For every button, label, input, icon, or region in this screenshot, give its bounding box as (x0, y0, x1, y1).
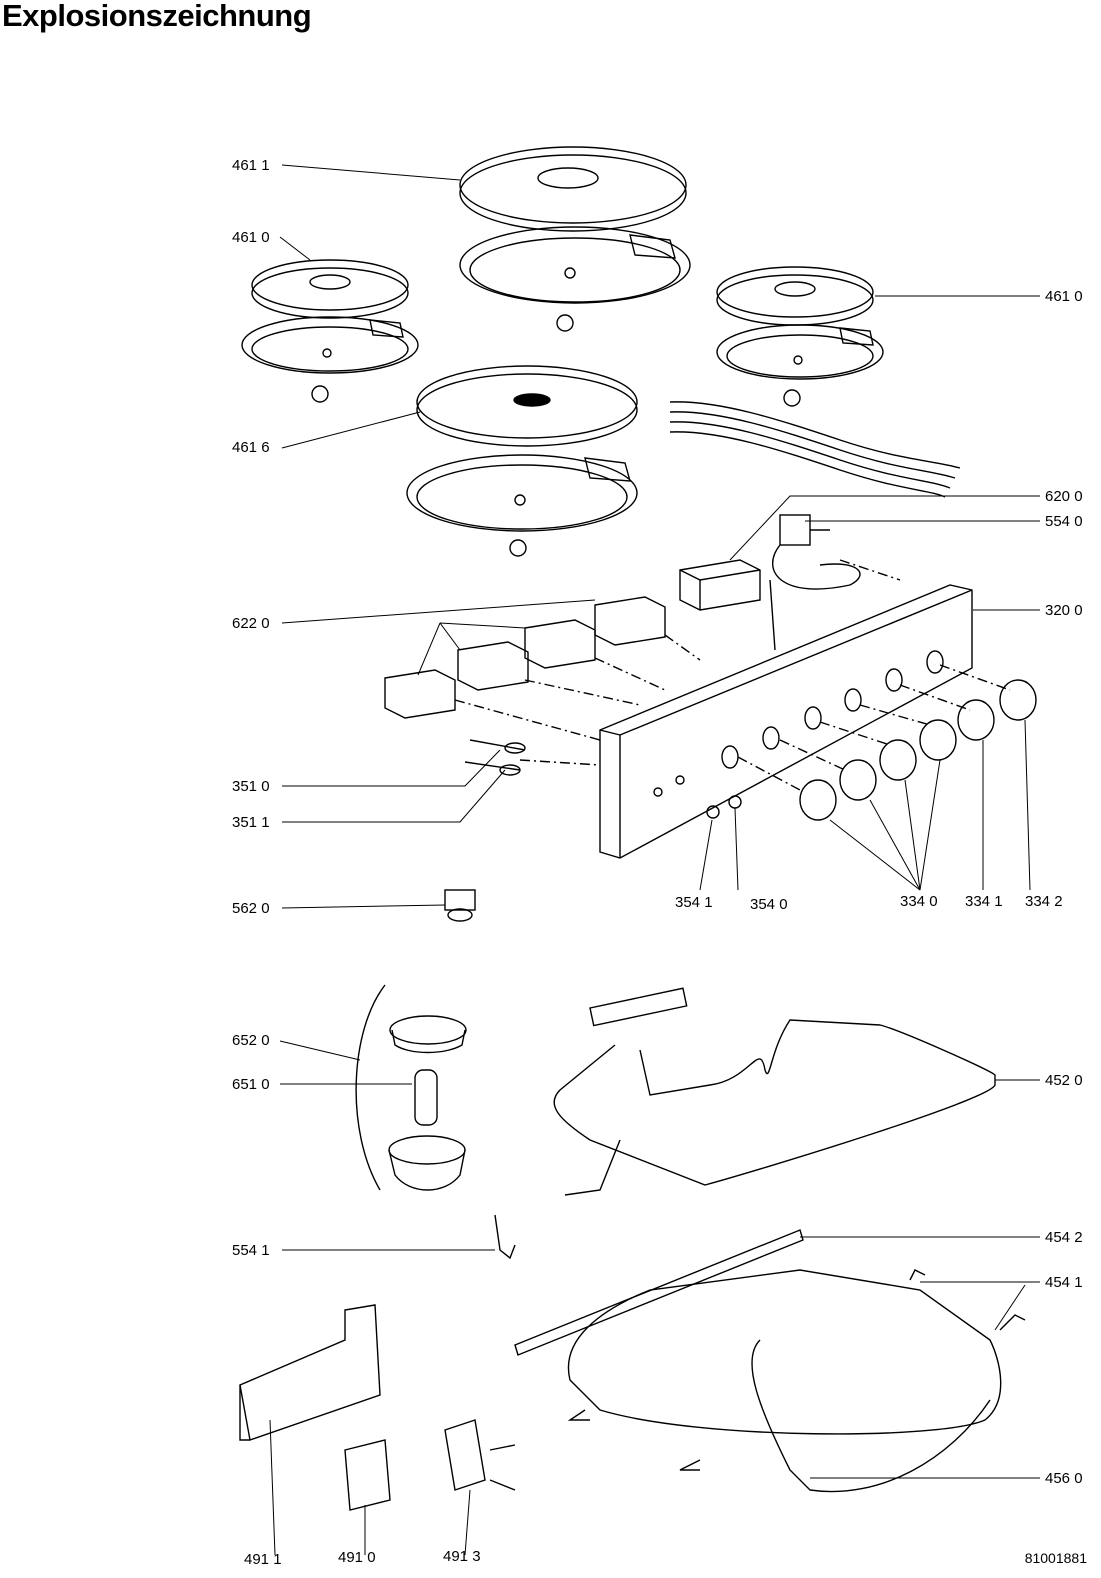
label-351-0: 351 0 (232, 778, 270, 795)
label-491-0: 491 0 (338, 1549, 376, 1566)
hotplate-461-6 (406, 365, 638, 557)
label-454-1: 454 1 (1045, 1274, 1083, 1291)
label-354-0: 354 0 (750, 896, 788, 913)
label-461-0-right: 461 0 (1045, 288, 1083, 305)
heater-452-0 (553, 987, 996, 1196)
wiring-harness (669, 401, 961, 498)
oven-lamp-assembly (355, 984, 467, 1191)
label-461-6: 461 6 (232, 439, 270, 456)
label-622-0: 622 0 (232, 615, 270, 632)
part-562-0 (444, 889, 476, 922)
label-461-1: 461 1 (232, 157, 270, 174)
label-651-0: 651 0 (232, 1076, 270, 1093)
label-354-1: 354 1 (675, 894, 713, 911)
label-491-3: 491 3 (443, 1548, 481, 1565)
label-554-1: 554 1 (232, 1242, 270, 1259)
label-461-0-left: 461 0 (232, 229, 270, 246)
label-334-2: 334 2 (1025, 893, 1063, 910)
thermostat-554-0 (769, 514, 861, 651)
label-491-1: 491 1 (244, 1551, 282, 1568)
indicator-lamps (464, 739, 742, 819)
part-491-3 (444, 1419, 516, 1491)
page-title: Explosionszeichnung (2, 0, 312, 33)
alignment-lines (454, 559, 1011, 791)
terminal-block-491-0 (344, 1439, 391, 1511)
hotplate-461-1 (459, 146, 691, 332)
label-562-0: 562 0 (232, 900, 270, 917)
label-456-0: 456 0 (1045, 1470, 1083, 1487)
label-351-1: 351 1 (232, 814, 270, 831)
switches-622-0 (384, 596, 666, 719)
document-number: 81001881 (1024, 1550, 1087, 1566)
control-panel-320-0 (599, 584, 973, 859)
label-334-1: 334 1 (965, 893, 1003, 910)
clip-554-1 (494, 1214, 516, 1260)
label-454-2: 454 2 (1045, 1229, 1083, 1246)
leader-lines (269, 164, 1040, 1556)
heater-454-456 (514, 1229, 1026, 1493)
label-652-0: 652 0 (232, 1032, 270, 1049)
hotplate-461-0-left (241, 259, 419, 403)
bracket-491-1 (239, 1304, 381, 1441)
label-452-0: 452 0 (1045, 1072, 1083, 1089)
label-620-0: 620 0 (1045, 488, 1083, 505)
switch-620-0 (679, 559, 761, 611)
hotplate-461-0-right (716, 266, 884, 407)
label-554-0: 554 0 (1045, 513, 1083, 530)
knobs-334 (799, 679, 1037, 821)
label-334-0: 334 0 (900, 893, 938, 910)
label-320-0: 320 0 (1045, 602, 1083, 619)
